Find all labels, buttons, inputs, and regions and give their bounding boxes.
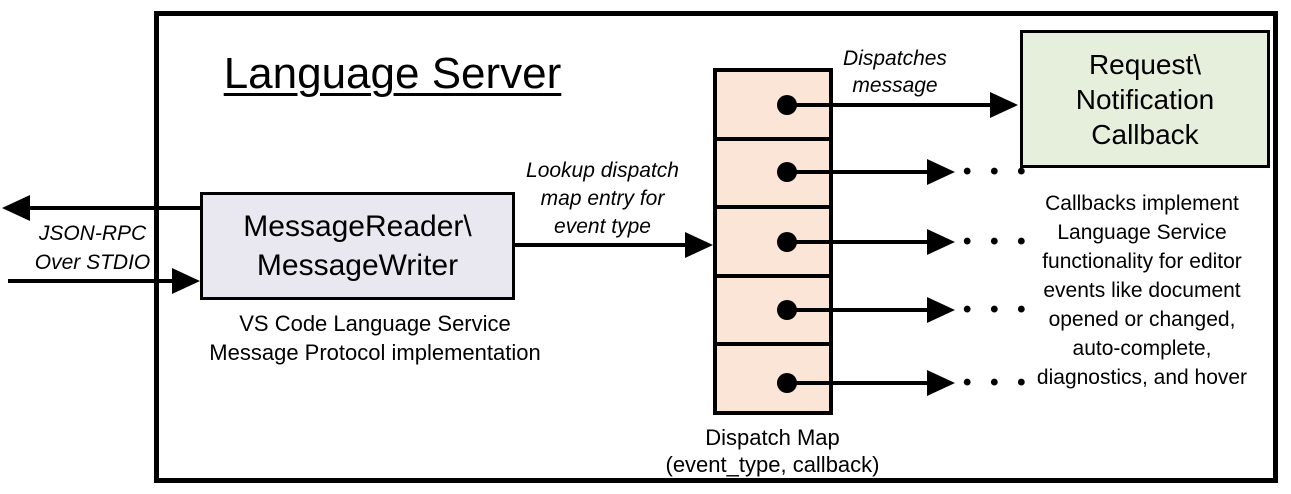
ellipsis-4: • • • (963, 296, 1032, 323)
dispatch-map-cell-5 (717, 342, 829, 411)
dispatch-arrow-5-head-icon (927, 370, 955, 396)
callback-box-line1: Request\ (1088, 48, 1202, 80)
callback-note-line4: events like document (1043, 279, 1241, 302)
message-box-caption-line1: VS Code Language Service (239, 311, 511, 336)
message-box-caption: VS Code Language Service Message Protoco… (185, 309, 565, 367)
dispatch-arrow-2-line (787, 170, 927, 174)
callback-note-line6: auto-complete, (1072, 337, 1212, 360)
stdio-out-arrowhead-icon (2, 195, 30, 221)
request-notification-callback-box: Request\ Notification Callback (1020, 30, 1270, 168)
dispatches-label-line1: Dispatches (843, 47, 947, 70)
message-box-caption-line2: Message Protocol implementation (209, 340, 541, 365)
diagram-title: Language Server (223, 49, 562, 98)
dispatch-arrow-1-line (787, 103, 992, 107)
ellipsis-5: • • • (963, 369, 1032, 396)
dispatch-arrow-2-head-icon (927, 159, 955, 185)
dispatches-message-label: Dispatches message (825, 45, 965, 99)
message-box-line2: MessageWriter (256, 249, 459, 282)
lookup-label-line1: Lookup dispatch (526, 159, 679, 182)
lookup-arrow-line (515, 243, 687, 247)
lookup-label-line3: event type (554, 215, 651, 238)
dispatch-arrow-5-line (787, 381, 927, 385)
callback-note-line5: opened or changed, (1048, 308, 1236, 331)
callback-note-line2: Language Service (1057, 221, 1227, 244)
dispatch-arrow-4-line (787, 308, 927, 312)
callback-note: Callbacks implement Language Service fun… (1013, 189, 1271, 392)
lookup-arrowhead-icon (685, 232, 713, 258)
lookup-label-line2: map entry for (540, 187, 665, 210)
language-server-boundary-box (154, 11, 1278, 483)
ellipsis-3: • • • (963, 228, 1032, 255)
stdio-in-arrowhead-icon (172, 268, 200, 294)
callback-box-line3: Callback (1091, 118, 1199, 150)
callback-box-line2: Notification (1075, 83, 1215, 115)
dispatch-map-caption-line2: (event_type, callback) (665, 452, 880, 477)
dispatch-arrow-3-head-icon (927, 229, 955, 255)
dispatch-arrow-3-line (787, 240, 927, 244)
lookup-label: Lookup dispatch map entry for event type (500, 157, 705, 241)
dispatches-label-line2: message (852, 74, 938, 97)
callback-note-line3: functionality for editor (1042, 250, 1242, 273)
stdio-in-arrow-line (8, 279, 174, 283)
dispatch-map-caption-line1: Dispatch Map (705, 425, 840, 450)
message-box-line1: MessageReader\ (243, 210, 472, 243)
callback-note-line1: Callbacks implement (1045, 192, 1239, 215)
jsonrpc-label-line2: Over STDIO (34, 251, 151, 274)
dispatch-arrow-1-head-icon (990, 92, 1018, 118)
callback-note-line7: diagnostics, and hover (1036, 366, 1248, 389)
dispatch-map-cell-3 (717, 205, 829, 274)
ellipsis-2: • • • (963, 158, 1032, 185)
stdio-out-arrow-line (28, 206, 202, 210)
jsonrpc-label-line1: JSON-RPC (38, 222, 147, 245)
dispatch-map-caption: Dispatch Map (event_type, callback) (645, 424, 900, 478)
jsonrpc-stdio-label: JSON-RPC Over STDIO (20, 219, 165, 277)
message-reader-writer-box: MessageReader\ MessageWriter (200, 192, 515, 300)
dispatch-arrow-4-head-icon (927, 297, 955, 323)
